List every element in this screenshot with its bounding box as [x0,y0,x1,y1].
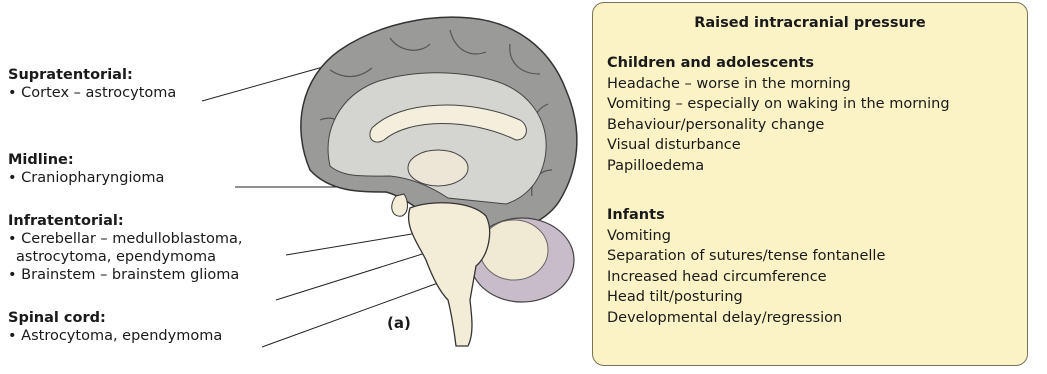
spinal-cord-heading: Spinal cord: [8,309,106,327]
list-item: Headache – worse in the morning [607,74,950,95]
list-item: Visual disturbance [607,135,950,156]
list-item: Vomiting [607,226,885,247]
raised-icp-box: Raised intracranial pressure Children an… [592,2,1028,366]
list-item: Separation of sutures/tense fontanelle [607,246,885,267]
figure-caption: (a) [387,314,411,332]
section-children: Children and adolescents Headache – wors… [607,53,950,176]
spinal-cord-item: • Astrocytoma, ependymoma [8,327,222,345]
thalamus [408,150,468,186]
infratentorial-item-cerebellar-cont: astrocytoma, ependymoma [16,248,216,266]
section-heading: Infants [607,205,885,226]
section-heading: Children and adolescents [607,53,950,74]
supratentorial-heading: Supratentorial: [8,66,133,84]
list-item: Head tilt/posturing [607,287,885,308]
pituitary [392,194,408,216]
list-item: Increased head circumference [607,267,885,288]
list-item: Developmental delay/regression [607,308,885,329]
leader-line-spinal-cord [262,275,460,347]
supratentorial-item: • Cortex – astrocytoma [8,84,176,102]
midline-heading: Midline: [8,151,74,169]
section-infants: Infants Vomiting Separation of sutures/t… [607,205,885,328]
box-title: Raised intracranial pressure [593,15,1027,31]
list-item: Vomiting – especially on waking in the m… [607,94,950,115]
list-item: Papilloedema [607,156,950,177]
midline-item: • Craniopharyngioma [8,169,164,187]
list-item: Behaviour/personality change [607,115,950,136]
infratentorial-item-brainstem: • Brainstem – brainstem glioma [8,266,239,284]
infratentorial-item-cerebellar: • Cerebellar – medulloblastoma, [8,230,243,248]
infratentorial-heading: Infratentorial: [8,212,124,230]
